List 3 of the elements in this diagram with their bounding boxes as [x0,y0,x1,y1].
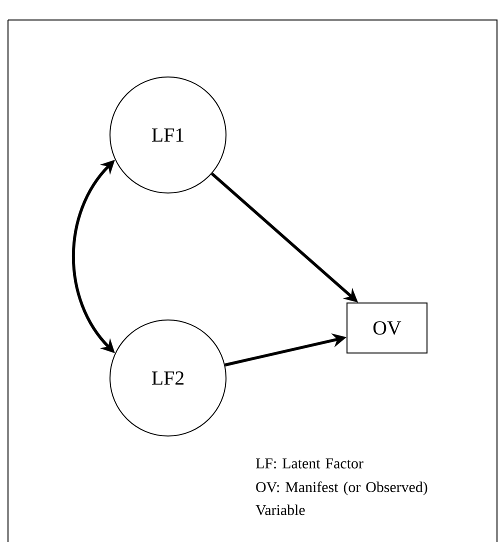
note: OV: Manifest (or Observed) Variable [256,482,428,516]
note: LF: Latent Factor [256,458,364,469]
variable-box: OV [346,302,428,354]
